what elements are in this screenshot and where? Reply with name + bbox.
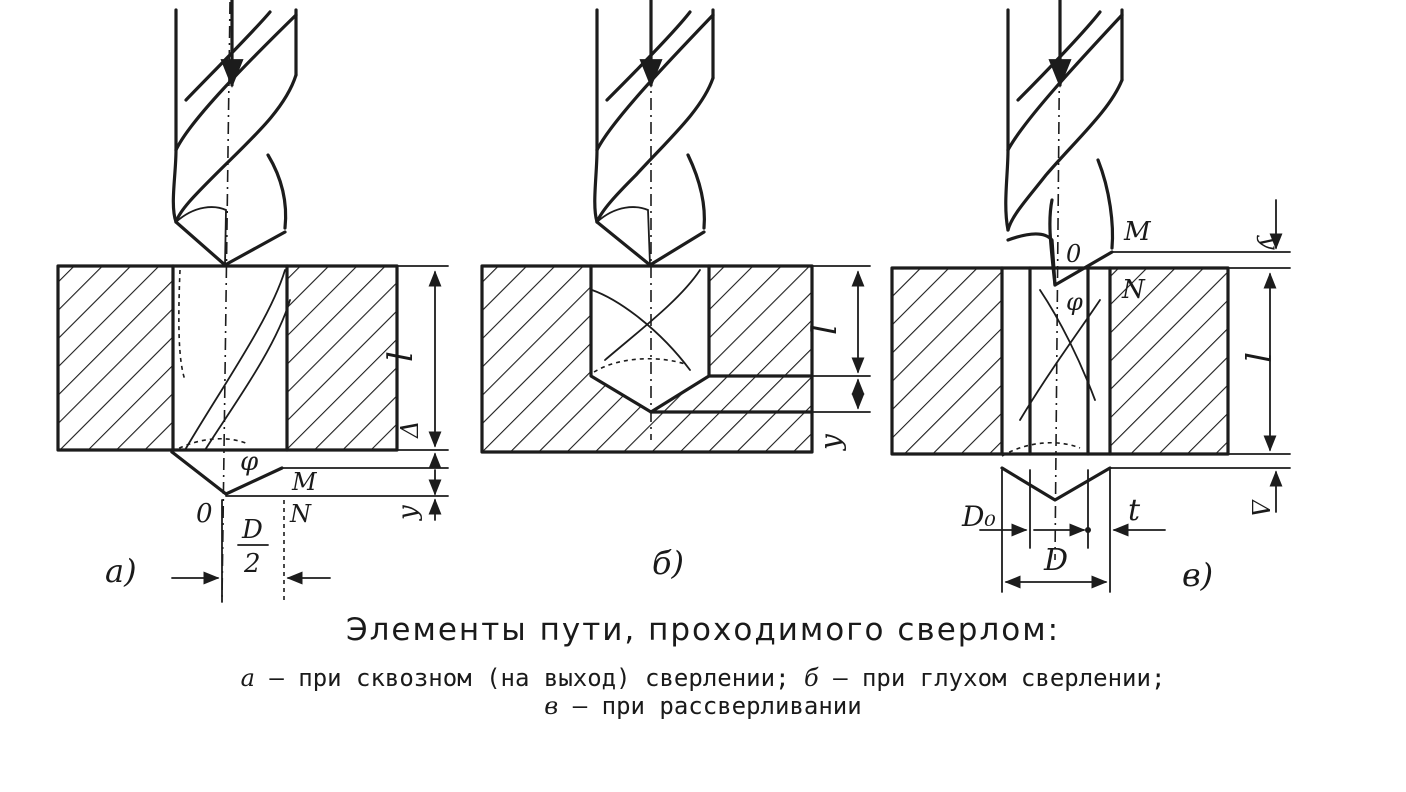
panel-tag-b: б) <box>652 544 684 582</box>
workpiece-left-a <box>58 266 173 450</box>
drill-c <box>1000 8 1124 502</box>
panel-c: y l Δ 0 M N φ D₀ D t в) <box>890 0 1291 594</box>
figure-caption-line2: в — при рассверливании <box>0 692 1406 720</box>
label-l-a: l <box>381 351 421 362</box>
label-t-c: t <box>1128 493 1141 528</box>
label-phi-c: φ <box>1066 288 1083 316</box>
label-N-c: N <box>1121 275 1146 305</box>
caption-text-b: — при глухом сверлении; <box>818 664 1166 692</box>
label-O-a: 0 <box>196 499 213 529</box>
label-2-a: 2 <box>243 549 261 579</box>
caption-text-v: — при рассверливании <box>558 692 862 720</box>
label-D-c: D <box>1043 543 1068 578</box>
caption-letter-v: в <box>544 692 559 720</box>
label-delta-a: Δ <box>396 421 424 439</box>
panel-b: l y б) <box>480 0 871 582</box>
center-line-c <box>1054 1 1061 561</box>
label-D0-c: D₀ <box>961 500 996 533</box>
label-D-a: D <box>241 515 263 545</box>
label-delta-c: Δ <box>1246 499 1274 517</box>
label-l-c: l <box>1236 352 1276 363</box>
caption-text-a: — при сквозном (на выход) сверлении; <box>254 664 804 692</box>
label-M-a: M <box>291 468 318 496</box>
label-l-b: l <box>805 324 845 335</box>
center-line-a <box>221 1 231 601</box>
label-O-c: 0 <box>1066 240 1081 268</box>
label-y-b: y <box>814 433 847 452</box>
label-phi-a: φ <box>240 447 259 477</box>
figure-caption-line1: а — при сквозном (на выход) сверлении; б… <box>0 664 1406 692</box>
label-N-a: N <box>289 500 312 528</box>
drill-b <box>591 8 715 373</box>
label-y-c: y <box>1256 235 1284 250</box>
figure-caption-title: Элементы пути, проходимого сверлом: <box>345 612 1061 648</box>
workpiece-left-c <box>892 268 1002 454</box>
workpiece-outline-a <box>56 264 399 452</box>
panel-tag-a: а) <box>105 552 137 590</box>
label-y-a: y <box>393 505 423 521</box>
workpiece-b <box>482 266 812 452</box>
drill-a <box>170 8 298 496</box>
caption-letter-a: а <box>240 664 255 692</box>
panel-a: l Δ y φ M N 0 D 2 а) <box>56 0 449 603</box>
workpiece-right-a <box>287 266 397 450</box>
caption-letter-b: б <box>803 664 819 692</box>
workpiece-right-c <box>1110 268 1228 454</box>
label-M-c: M <box>1123 217 1152 247</box>
panel-tag-c: в) <box>1182 556 1213 594</box>
